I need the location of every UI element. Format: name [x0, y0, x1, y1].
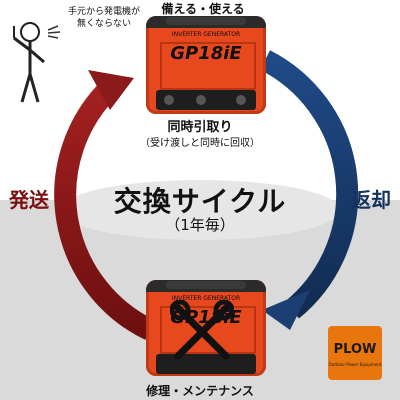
label-ship: 発送 [9, 188, 49, 212]
generator-brand: INVERTER GENERATOR [171, 31, 241, 38]
knob-icon [196, 95, 206, 105]
tools-cross-icon [170, 300, 234, 360]
right-arrow [259, 50, 359, 319]
logo-text: PLOW [333, 342, 377, 357]
center-subtitle: （1年毎） [165, 216, 235, 234]
logo-subtext: Outdoor Power Equipment [328, 362, 382, 367]
generator-handle [166, 17, 246, 25]
speech-line-2: 無くならない [76, 19, 131, 29]
center-title: 交換サイクル [113, 185, 287, 218]
label-pickup-sub: （受け渡しと同時に回収） [140, 138, 260, 149]
generator-top: INVERTER GENERATOR GP18iE [146, 16, 266, 114]
left-arrow [54, 82, 155, 340]
label-pickup: 同時引取り [167, 120, 233, 135]
generator-control-panel [156, 90, 256, 110]
speech-line-1: 手元から発電機が [67, 7, 140, 17]
label-return: 返却 [351, 188, 391, 212]
generator-model: GP18iE [170, 43, 242, 64]
generator-panel [160, 42, 256, 90]
person-figure [13, 22, 45, 103]
label-prepare-use: 備える・使える [161, 2, 245, 16]
right-arrow-head [262, 290, 310, 330]
generator-handle [166, 281, 246, 289]
label-repair: 修理・メンテナンス [146, 384, 254, 398]
background-ground [60, 180, 340, 240]
left-arrow-head [88, 70, 134, 110]
speech-text: 手元から発電機が 無くならない [60, 6, 148, 30]
plow-logo: PLOW Outdoor Power Equipment [328, 326, 382, 380]
knob-icon [164, 95, 174, 105]
generator-brand: INVERTER GENERATOR [171, 295, 241, 302]
speech-lines-icon [47, 25, 61, 39]
generator-control-panel [156, 354, 256, 374]
knob-icon [236, 95, 246, 105]
